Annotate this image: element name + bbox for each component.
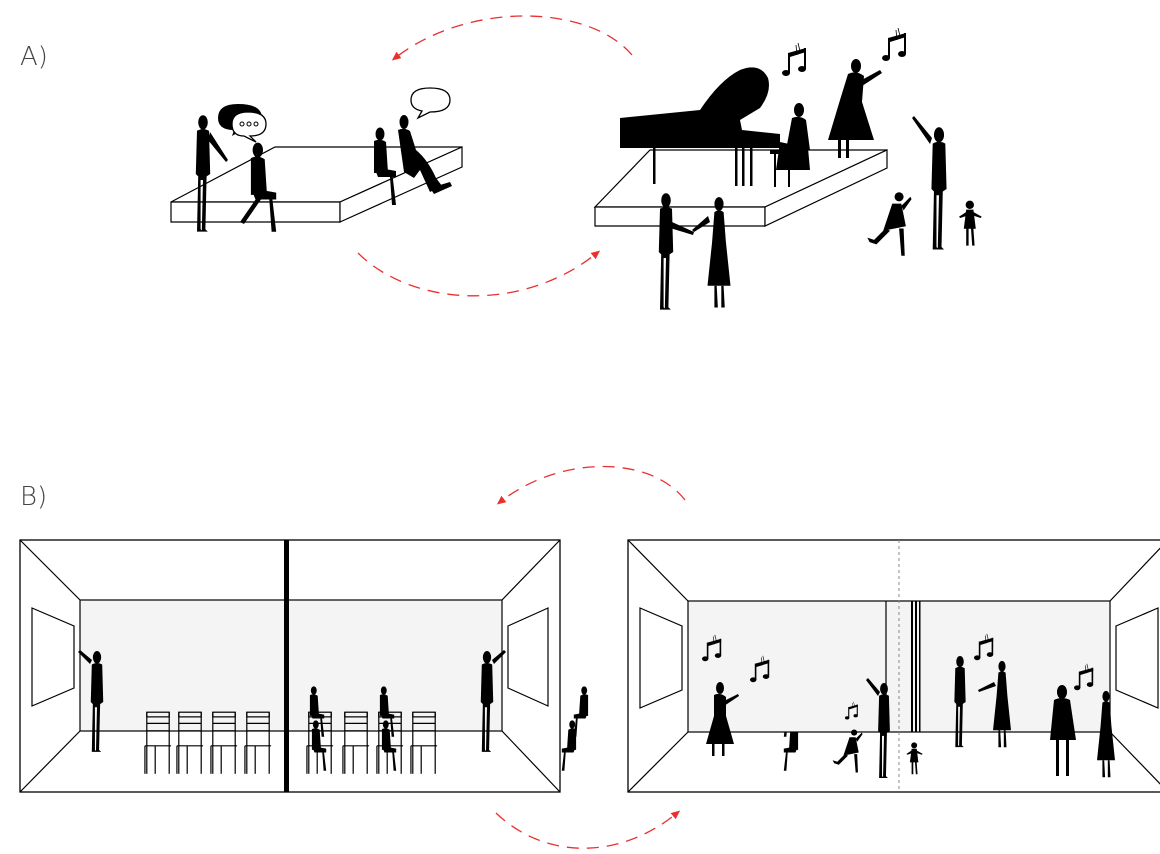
person-standing [931,127,946,249]
audience-member [562,720,576,770]
music-note-icon [882,28,906,61]
person-standing [481,651,493,752]
room-right [628,540,1160,792]
child [907,742,923,774]
speech-bubble-icon [218,88,450,142]
child [959,201,982,246]
arrow-top-a [395,16,632,58]
child-running [833,730,863,773]
child-running [867,192,911,255]
violinist [828,59,882,158]
person-standing [878,683,890,778]
person-standing [954,656,965,747]
person-standing [659,193,673,309]
stage-right [595,150,887,226]
music-note-icon [782,43,806,76]
arrow-top-b [500,466,685,502]
arrow-bottom-a [358,253,597,296]
person-standing [91,651,103,752]
arrow-bottom-b [496,813,677,848]
